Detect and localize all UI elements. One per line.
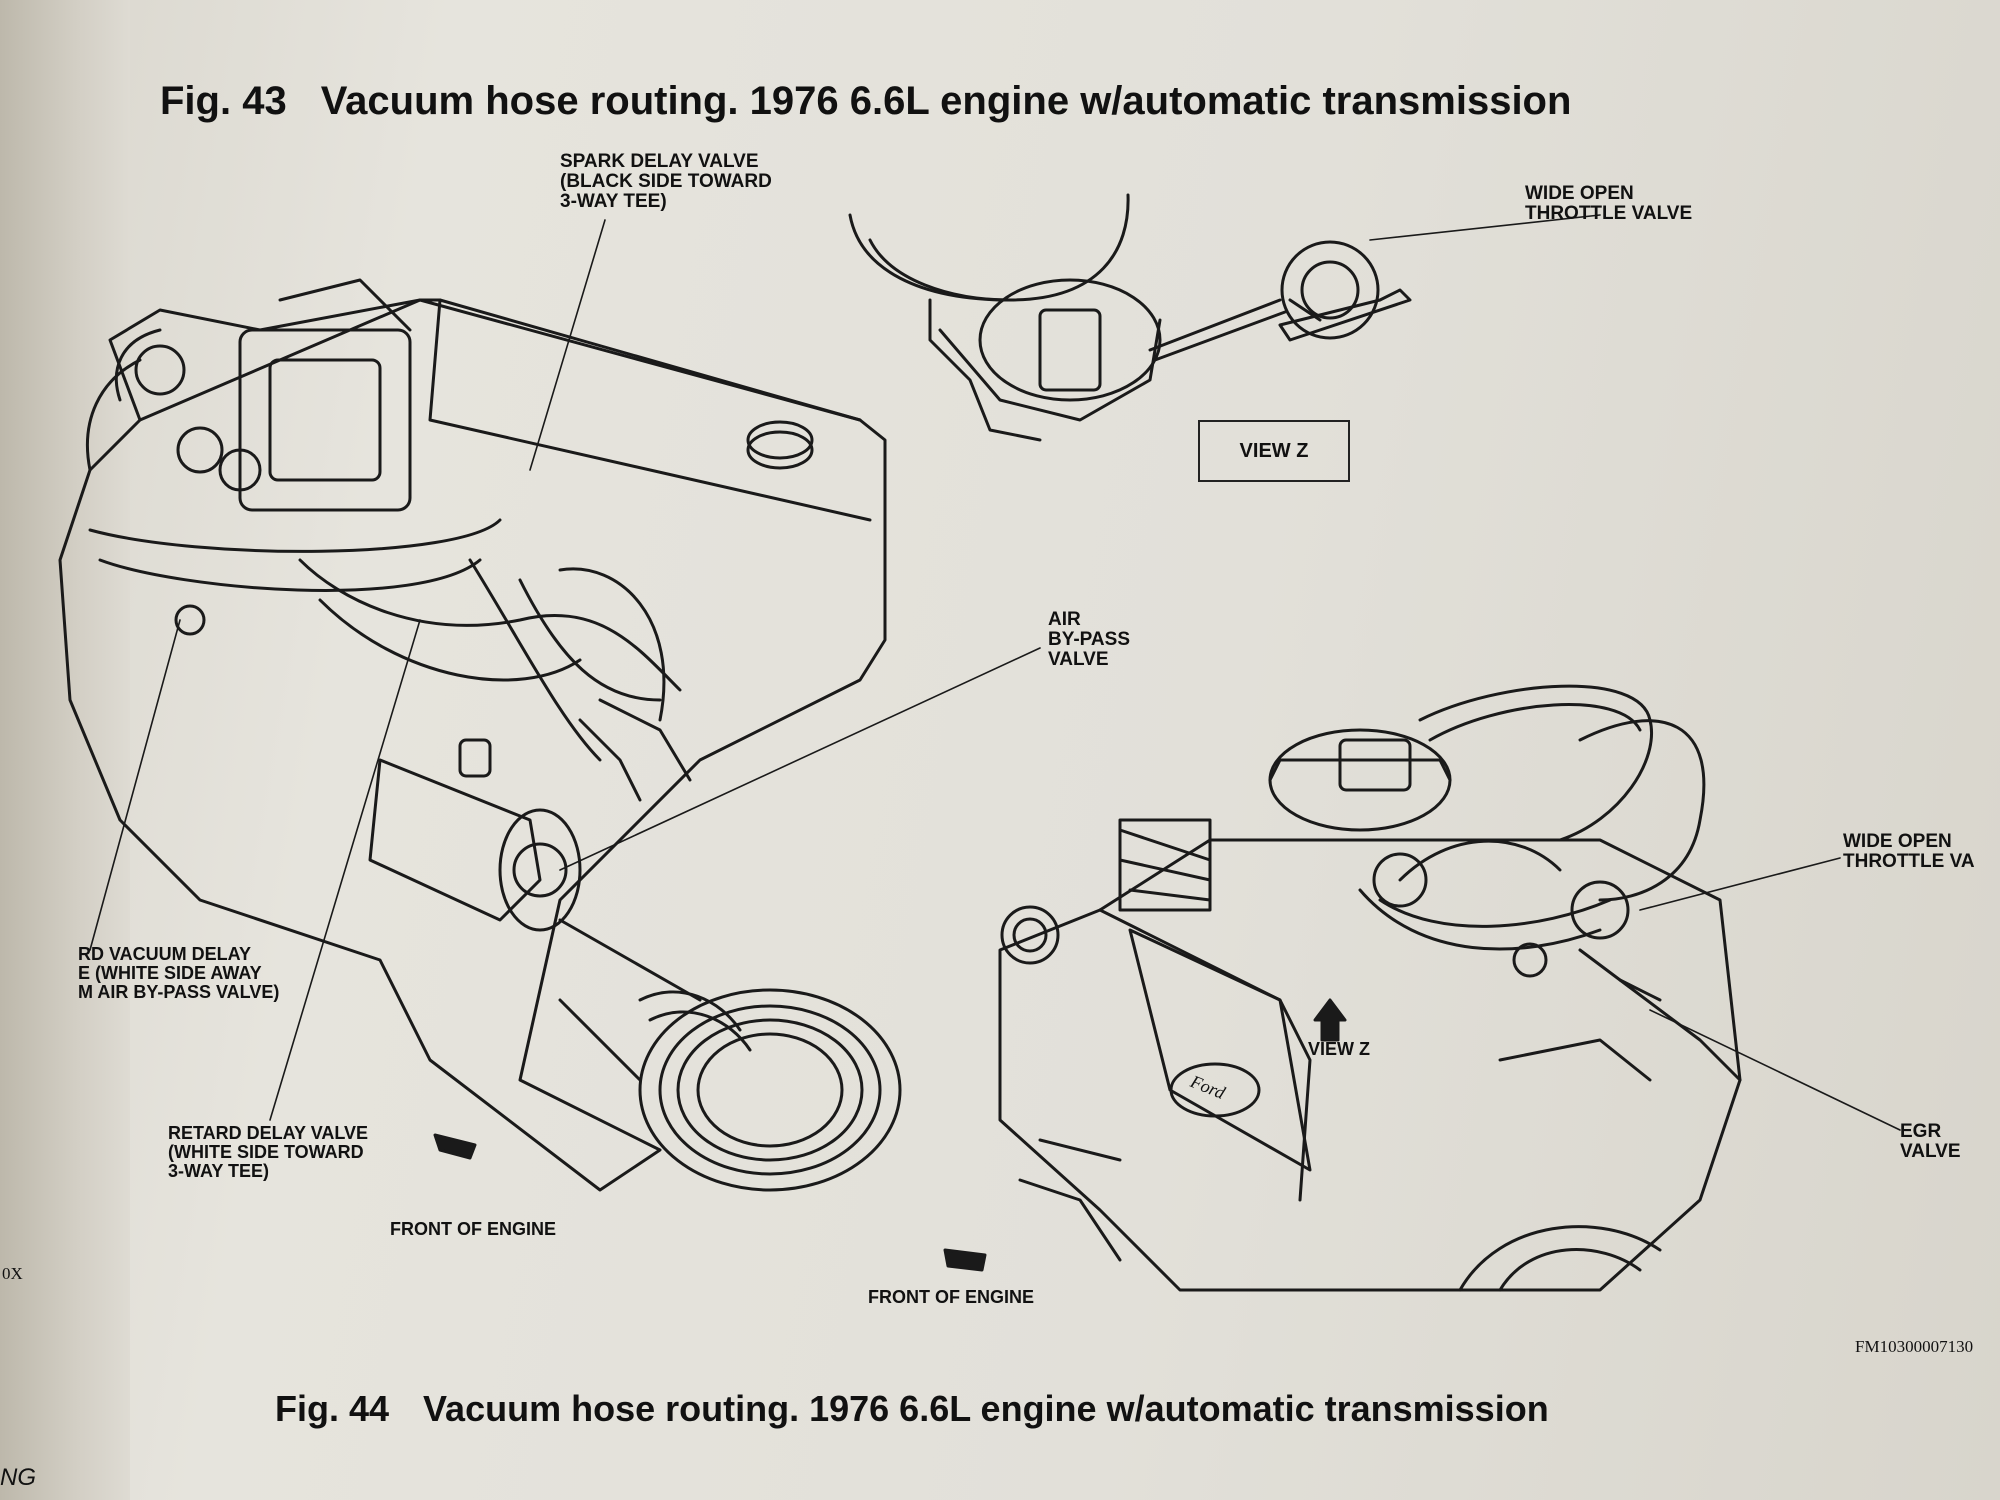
view-z-label: VIEW Z [1308,1039,1370,1059]
fig43-number: Fig. 43 [160,79,287,123]
fig43-caption: Fig. 43 Vacuum hose routing. 1976 6.6L en… [160,38,1571,122]
view-z-box: VIEW Z [1198,420,1350,482]
left-engine-drawing [58,278,902,1192]
wide-open-throttle-valve-label-top: WIDE OPEN THROTTLE VALVE [1525,183,1693,224]
front-of-engine-label-right: FRONT OF ENGINE [868,1287,1034,1307]
view-z-detail-drawing [848,193,1412,442]
footer-code: FM10300007130 [1855,1337,1974,1356]
fig44-number: Fig. 44 [275,1387,390,1429]
bottom-left-text: NG [0,1464,36,1491]
fig43-title: Vacuum hose routing. 1976 6.6L engine w/… [320,79,1572,123]
wide-open-throttle-valve-label-right: WIDE OPEN THROTTLE VA [1843,831,1975,872]
leader-lines [89,214,1901,1131]
fig44-caption: Fig. 44 Vacuum hose routing. 1976 6.6L en… [275,1352,1549,1428]
egr-valve-label: EGR VALVE [1900,1121,1961,1162]
book-spine-shadow [0,0,130,1500]
fig44-title: Vacuum hose routing. 1976 6.6L engine w/… [423,1387,1549,1429]
retard-delay-valve-label: RETARD DELAY VALVE (WHITE SIDE TOWARD 3-… [168,1123,369,1181]
spark-delay-valve-label: SPARK DELAY VALVE (BLACK SIDE TOWARD 3-W… [560,151,772,212]
vacuum-delay-label: RD VACUUM DELAY E (WHITE SIDE AWAY M AIR… [78,944,280,1002]
front-of-engine-label-left: FRONT OF ENGINE [390,1219,556,1239]
air-bypass-valve-label: AIR BY-PASS VALVE [1048,609,1131,670]
right-engine-drawing [943,684,1742,1292]
left-margin-text: 0X [2,1264,23,1283]
